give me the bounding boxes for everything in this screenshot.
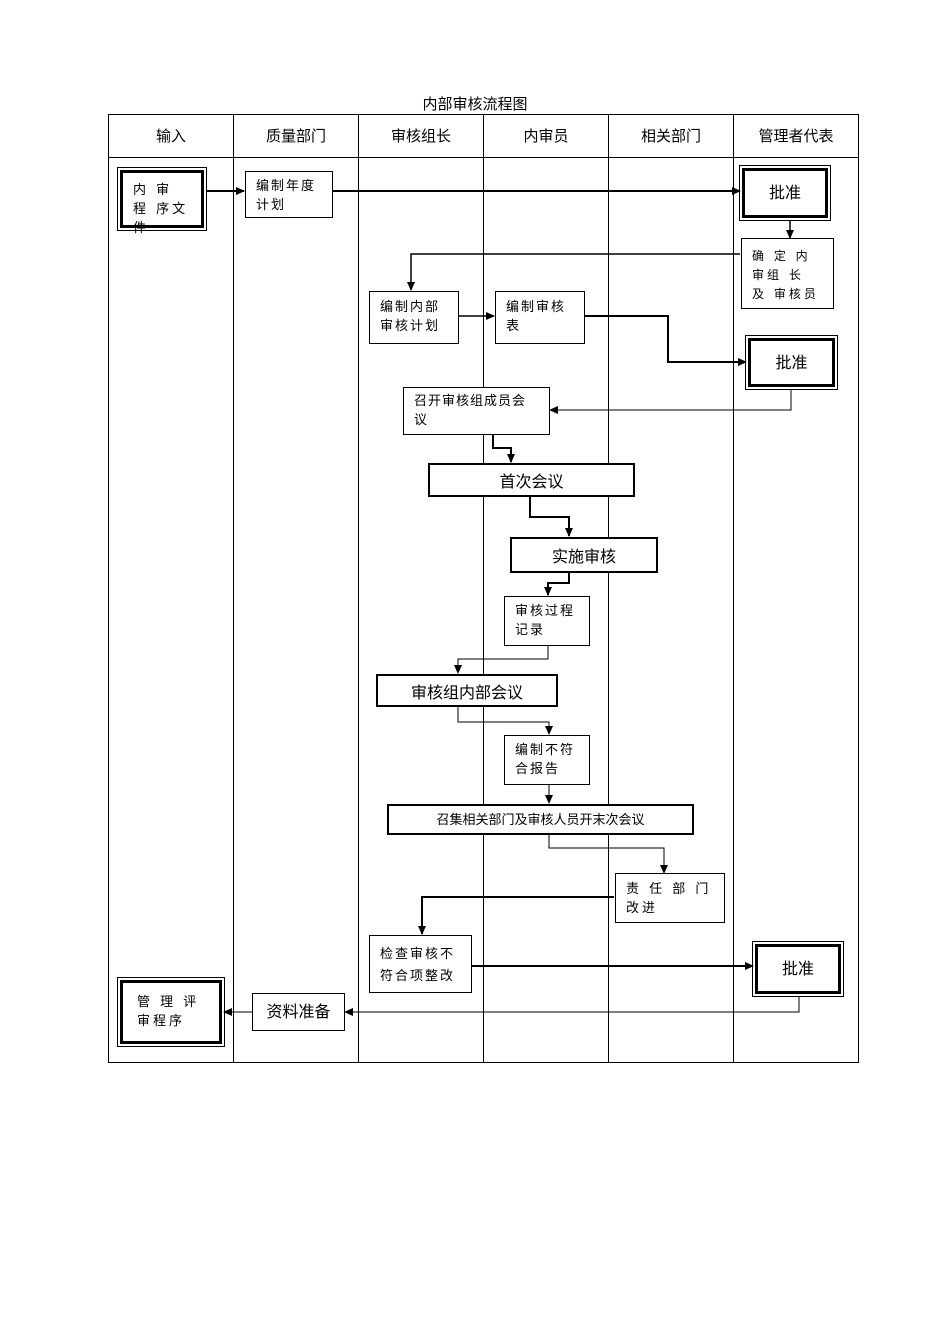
lane-header-input: 输入 — [155, 127, 186, 145]
lane-header-quality: 质量部门 — [265, 127, 326, 145]
node-input-doc: 内 审 程 序文件 — [117, 167, 207, 236]
node-nc-report: 编制不符合报告 — [504, 735, 590, 785]
node-approve-3: 批准 — [752, 941, 844, 997]
arrow-approve3-to-data-prep — [344, 996, 800, 1016]
node-audit-table: 编制审核表 — [495, 291, 585, 344]
node-data-prep: 资料准备 — [252, 993, 345, 1031]
diagram-title: 内部审核流程图 — [422, 95, 528, 113]
node-first-meeting: 首次会议 — [428, 463, 635, 497]
lane-header-auditor: 内审员 — [523, 127, 569, 145]
arrow-to-implement — [529, 497, 573, 537]
arrow-to-nc-report — [457, 707, 553, 735]
lane-header-related: 相关部门 — [640, 127, 701, 145]
arrow-to-dept-improve — [548, 835, 668, 874]
arrow-to-internal-meeting — [454, 646, 549, 674]
node-internal-plan: 编制内部审核计划 — [369, 291, 459, 344]
node-approve-1: 批准 — [739, 165, 831, 221]
node-internal-meeting: 审核组内部会议 — [376, 674, 558, 707]
arrow-confirm-to-internal-plan — [407, 253, 740, 291]
node-team-meeting: 召开审核组成员会议 — [403, 387, 550, 435]
node-confirm-leader: 确 定 内 审组 长 及 审核员 — [741, 238, 834, 309]
arrow-approve2-to-team-meeting — [549, 389, 792, 414]
node-approve-2: 批准 — [745, 335, 838, 390]
arrow-to-record — [544, 573, 570, 596]
arrow-table-to-approve2 — [585, 315, 747, 366]
arrow-to-first-meeting — [492, 435, 515, 463]
node-final-meeting: 召集相关部门及审核人员开末次会议 — [387, 804, 694, 835]
lane-header-management: 管理者代表 — [758, 127, 834, 145]
node-process-record: 审核过程记录 — [504, 596, 590, 646]
node-check-nc: 检查审核不符合项整改 — [369, 935, 472, 993]
node-implement-audit: 实施审核 — [510, 537, 658, 573]
node-mgmt-review: 管 理 评 审程序 — [117, 977, 225, 1047]
lane-header-leader: 审核组长 — [390, 127, 451, 145]
node-annual-plan: 编制年度计划 — [245, 171, 333, 218]
arrow-to-check-nc — [418, 896, 614, 935]
node-dept-improve: 责 任 部 门 改进 — [615, 873, 725, 923]
